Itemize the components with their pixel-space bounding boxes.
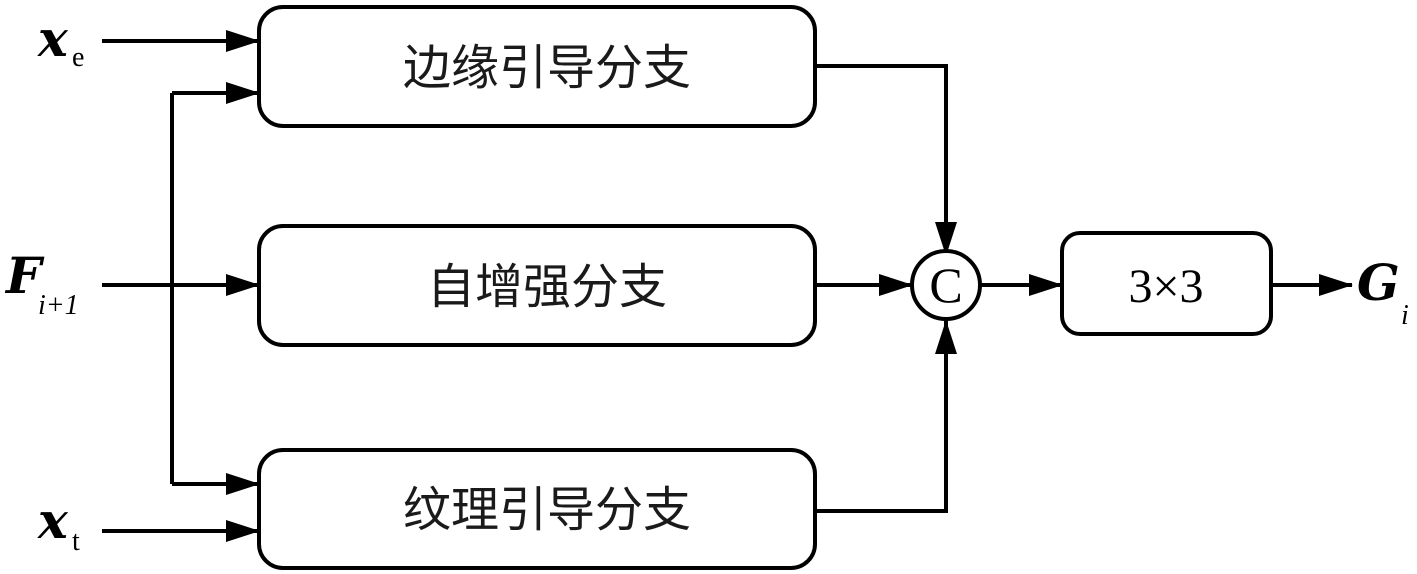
svg-text:i: i	[1401, 300, 1409, 331]
texture-branch-label: 纹理引导分支	[403, 482, 691, 538]
svg-text:x: x	[37, 9, 69, 68]
arrow-edge-to-concat	[815, 64, 957, 256]
svg-text:x: x	[37, 491, 69, 550]
self-branch-label: 自增强分支	[427, 259, 667, 315]
svg-text:G: G	[1357, 253, 1400, 312]
input-f-label: F i+1	[4, 246, 79, 321]
concat-label: C	[929, 257, 962, 313]
svg-text:i+1: i+1	[38, 290, 79, 321]
svg-text:F: F	[4, 246, 45, 305]
arrow-texture-to-concat	[815, 320, 957, 513]
svg-text:e: e	[72, 42, 84, 73]
input-x-e-label: x e	[37, 9, 84, 73]
input-x-t-label: x t	[37, 491, 80, 557]
edge-branch-label: 边缘引导分支	[403, 40, 691, 96]
output-g-label: G i	[1357, 253, 1409, 331]
svg-text:t: t	[72, 526, 80, 557]
conv3x3-label: 3×3	[1128, 260, 1203, 313]
